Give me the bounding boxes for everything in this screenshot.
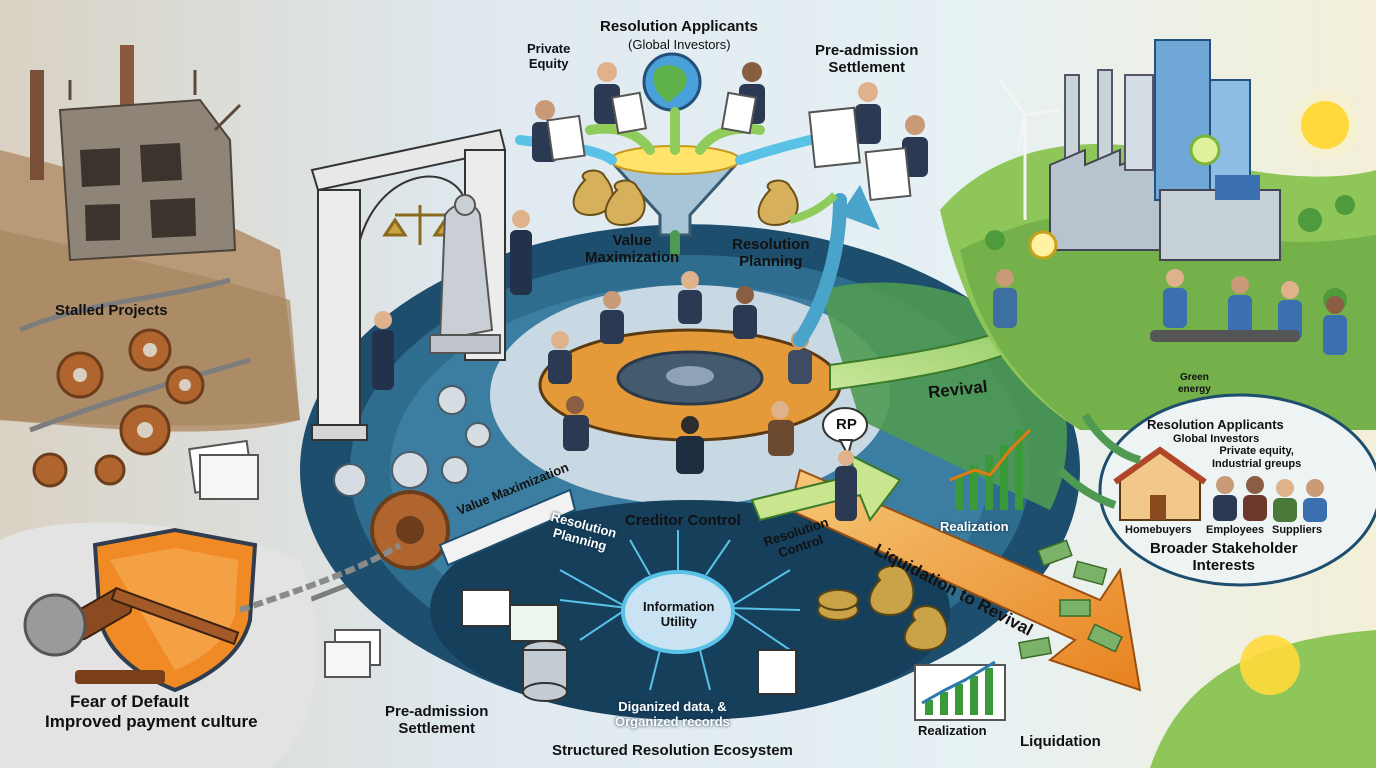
employees-label: Employees: [1206, 524, 1265, 536]
bar-chart-icon: [949, 428, 1032, 510]
resolution-planning-top-label: Resolution Planning: [732, 236, 810, 271]
information-utility-label: Information Utility: [643, 599, 715, 629]
digitized-data-label: Diganized data, & Organized records: [615, 699, 730, 729]
lightbulb-icon: [1028, 134, 1221, 260]
document-icon: [324, 589, 797, 695]
sun-icon: [1301, 101, 1349, 149]
rusty-gears: [32, 328, 205, 488]
global-investors-right-label: Global Investors: [1173, 433, 1260, 445]
fear-of-default-label: Fear of Default: [70, 692, 190, 711]
creditor-figures: [548, 271, 812, 474]
gear-icon: [333, 385, 491, 497]
bar-chart-icon: [914, 660, 1006, 721]
private-equity-top-label: Private Equity: [527, 41, 571, 71]
rusty-gear-chain: [239, 490, 450, 613]
private-equity-right-label: Private equity, Industrial greups: [1212, 445, 1302, 470]
liquidation-to-revival-arrow: [788, 468, 1142, 692]
broader-stakeholder-interests-label: Broader Stakeholder Interests: [1150, 540, 1298, 575]
stalled-projects-label: Stalled Projects: [55, 302, 168, 319]
worker-figures: [993, 269, 1347, 355]
pre-admission-settlement-top-label: Pre-admission Settlement: [815, 42, 919, 77]
stakeholder-bubble: [1098, 393, 1376, 587]
lady-justice-statue-icon: [429, 194, 501, 354]
gear-icon: [23, 593, 87, 657]
document-icon: [546, 91, 912, 202]
stakeholder-figures: [1213, 476, 1327, 522]
green-energy-label: Green energy: [1178, 372, 1211, 395]
globe-icon: [642, 52, 702, 112]
ruined-building-icon: [58, 70, 242, 262]
suppliers-label: Suppliers: [1272, 524, 1323, 536]
global-investors-top-label: (Global Investors): [628, 37, 731, 52]
information-utility-hub: [559, 530, 801, 691]
scales-of-justice-icon: [382, 205, 458, 245]
liquidation-label: Liquidation: [1020, 733, 1101, 750]
wind-turbine-icon: [998, 79, 1061, 220]
money-bag-icon: [817, 564, 949, 652]
house-icon: [1113, 446, 1207, 521]
improved-payment-culture-label: Improved payment culture: [45, 712, 258, 731]
professional-figure: [372, 210, 532, 390]
homebuyers-label: Homebuyers: [1125, 524, 1192, 536]
pre-admission-settlement-bottom-label: Pre-admission Settlement: [385, 703, 489, 738]
structured-resolution-ecosystem-label: Structured Resolution Ecosystem: [552, 742, 793, 759]
value-maximization-top-label: Value Maximization: [585, 232, 680, 267]
realization-mid-label: Realization: [940, 519, 1009, 534]
creditor-control-label: Creditor Control: [625, 512, 741, 529]
money-bag-icon: [572, 169, 799, 227]
document-icon: [188, 439, 259, 500]
resolution-applicants-top-label: Resolution Applicants: [600, 18, 758, 35]
rp-badge-label: RP: [836, 416, 857, 433]
value-maximization-band: [438, 488, 577, 567]
database-icon: [522, 640, 568, 702]
realization-bottom-label: Realization: [918, 723, 987, 738]
resolution-applicants-right-label: Resolution Applicants: [1147, 417, 1284, 432]
